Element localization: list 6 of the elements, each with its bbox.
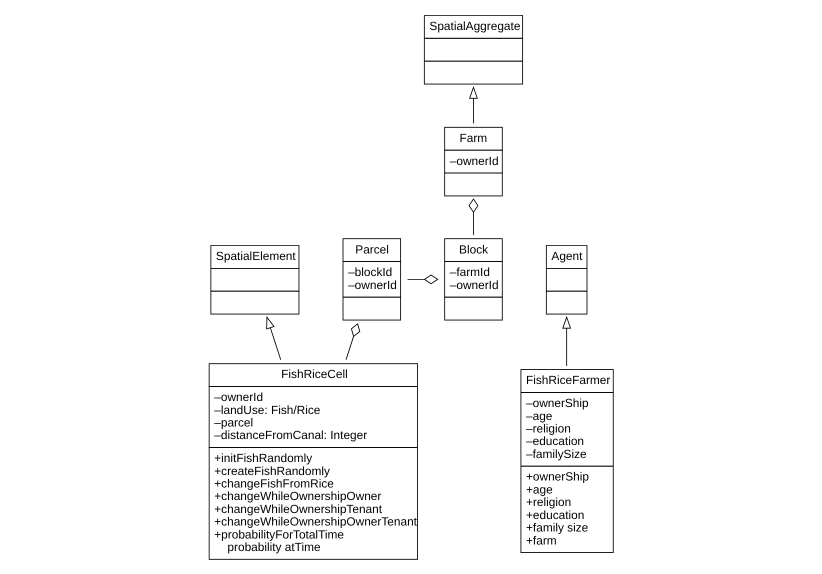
connector: [407, 274, 438, 284]
arrow: [266, 316, 282, 360]
connector: [346, 323, 360, 360]
connector: [468, 198, 478, 236]
arrow: [469, 86, 478, 124]
arrow: [562, 316, 572, 366]
